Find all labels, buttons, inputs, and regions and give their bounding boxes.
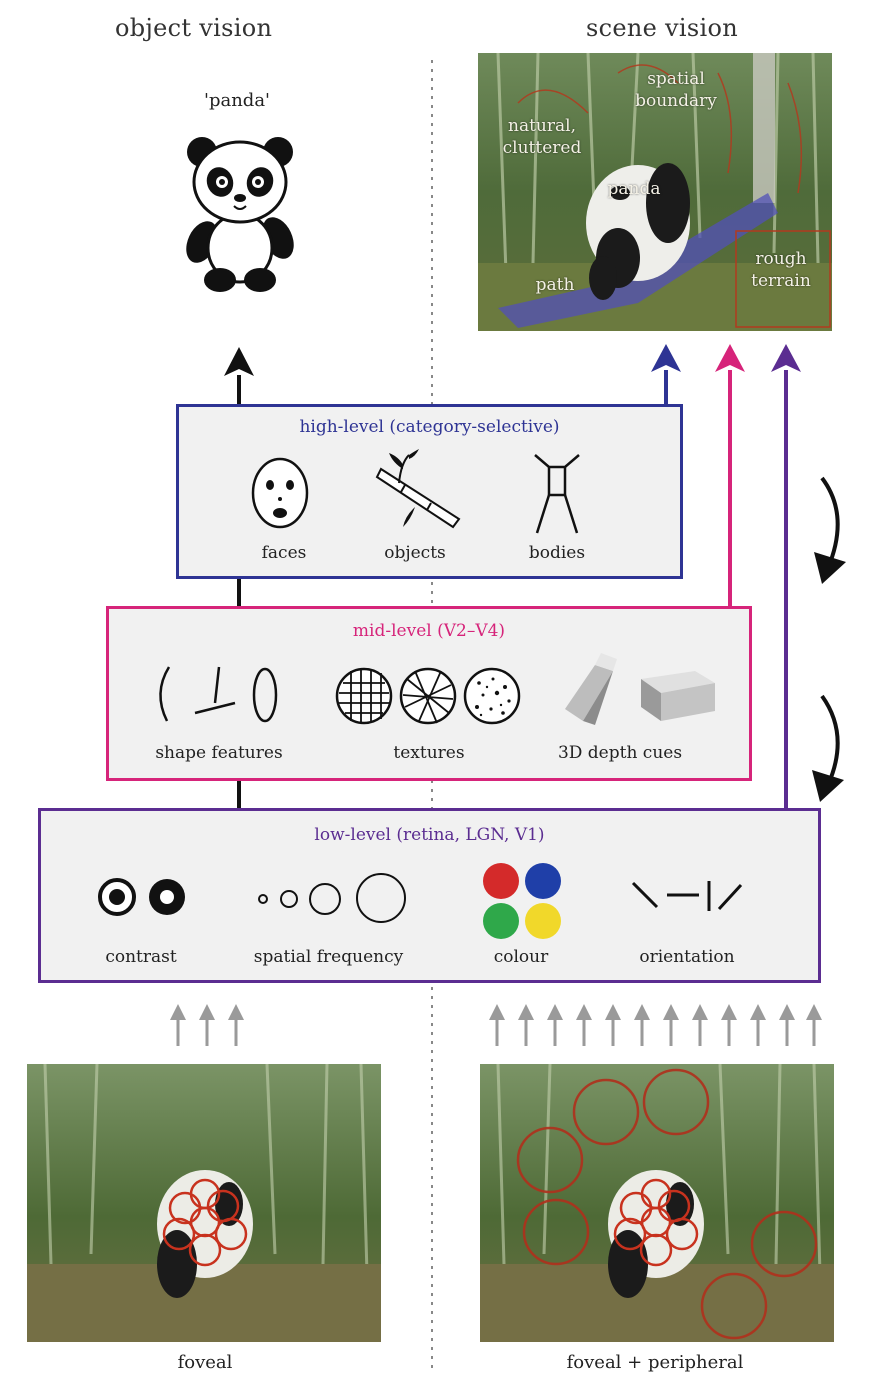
bodies-label: bodies xyxy=(528,543,586,563)
orientation-label: orientation xyxy=(639,947,735,967)
colour-icon xyxy=(483,863,561,939)
colour-dot-red xyxy=(483,863,519,899)
panda-output-label: 'panda' xyxy=(204,90,270,111)
scene-label-path: path xyxy=(535,275,575,295)
colour-dot-green xyxy=(483,903,519,939)
high-level-to-scene-arrowhead xyxy=(651,344,681,372)
body-icon xyxy=(534,454,580,534)
scene-label-rough-terrain: rough terrain xyxy=(751,249,811,291)
depth-cues-icon xyxy=(565,653,715,725)
scene-vision-heading: scene vision xyxy=(586,14,738,42)
colour-label: colour xyxy=(493,947,549,967)
foveal-peripheral-caption: foveal + peripheral xyxy=(566,1352,744,1373)
low-level-box: low-level (retina, LGN, V1) contrast spa xyxy=(38,808,821,983)
input-arrows-foveal xyxy=(170,1004,244,1046)
contrast-icon xyxy=(98,878,185,916)
contrast-label: contrast xyxy=(105,947,177,967)
mid-level-box: mid-level (V2–V4) xyxy=(106,606,752,781)
scene-photo xyxy=(478,53,832,331)
scene-label-natural-cluttered: natural, cluttered xyxy=(502,116,582,158)
low-level-title: low-level (retina, LGN, V1) xyxy=(314,825,545,845)
scene-label-spatial-boundary: spatial boundary xyxy=(635,69,717,111)
spatial-frequency-icon xyxy=(258,873,406,923)
shape-features-icon xyxy=(159,666,278,723)
textures-icon xyxy=(335,667,521,725)
mid-level-to-scene-arrowhead xyxy=(715,344,745,372)
scene-label-panda: panda xyxy=(607,179,661,199)
bamboo-object-icon xyxy=(375,449,461,529)
low-level-to-scene-arrowhead xyxy=(771,344,801,372)
face-icon xyxy=(251,457,309,529)
feedback-arrow-upper xyxy=(820,476,840,569)
textures-label: textures xyxy=(393,743,465,763)
feedback-arrow-lower xyxy=(820,694,840,786)
feedback-arrow-lower-head xyxy=(812,770,844,802)
shape-features-label: shape features xyxy=(155,743,283,763)
object-pathway-arrowhead xyxy=(224,347,254,376)
faces-label: faces xyxy=(261,543,307,563)
object-vision-heading: object vision xyxy=(115,14,273,42)
feedback-arrow-upper-head xyxy=(814,552,846,584)
foveal-peripheral-input-photo xyxy=(480,1064,834,1342)
panda-cartoon-icon xyxy=(186,137,294,292)
spatial-frequency-label: spatial frequency xyxy=(253,947,404,967)
mid-level-title: mid-level (V2–V4) xyxy=(352,621,506,641)
high-level-title: high-level (category-selective) xyxy=(299,417,560,437)
foveal-input-photo xyxy=(27,1064,381,1342)
depth-cues-label: 3D depth cues xyxy=(557,743,683,763)
high-level-box: high-level (category-selective) faces ob… xyxy=(176,404,683,579)
orientation-icon xyxy=(631,881,743,911)
colour-dot-blue xyxy=(525,863,561,899)
objects-label: objects xyxy=(384,543,446,563)
colour-dot-yellow xyxy=(525,903,561,939)
input-arrows-foveal-peripheral xyxy=(489,1004,822,1046)
foveal-caption: foveal xyxy=(177,1352,233,1373)
